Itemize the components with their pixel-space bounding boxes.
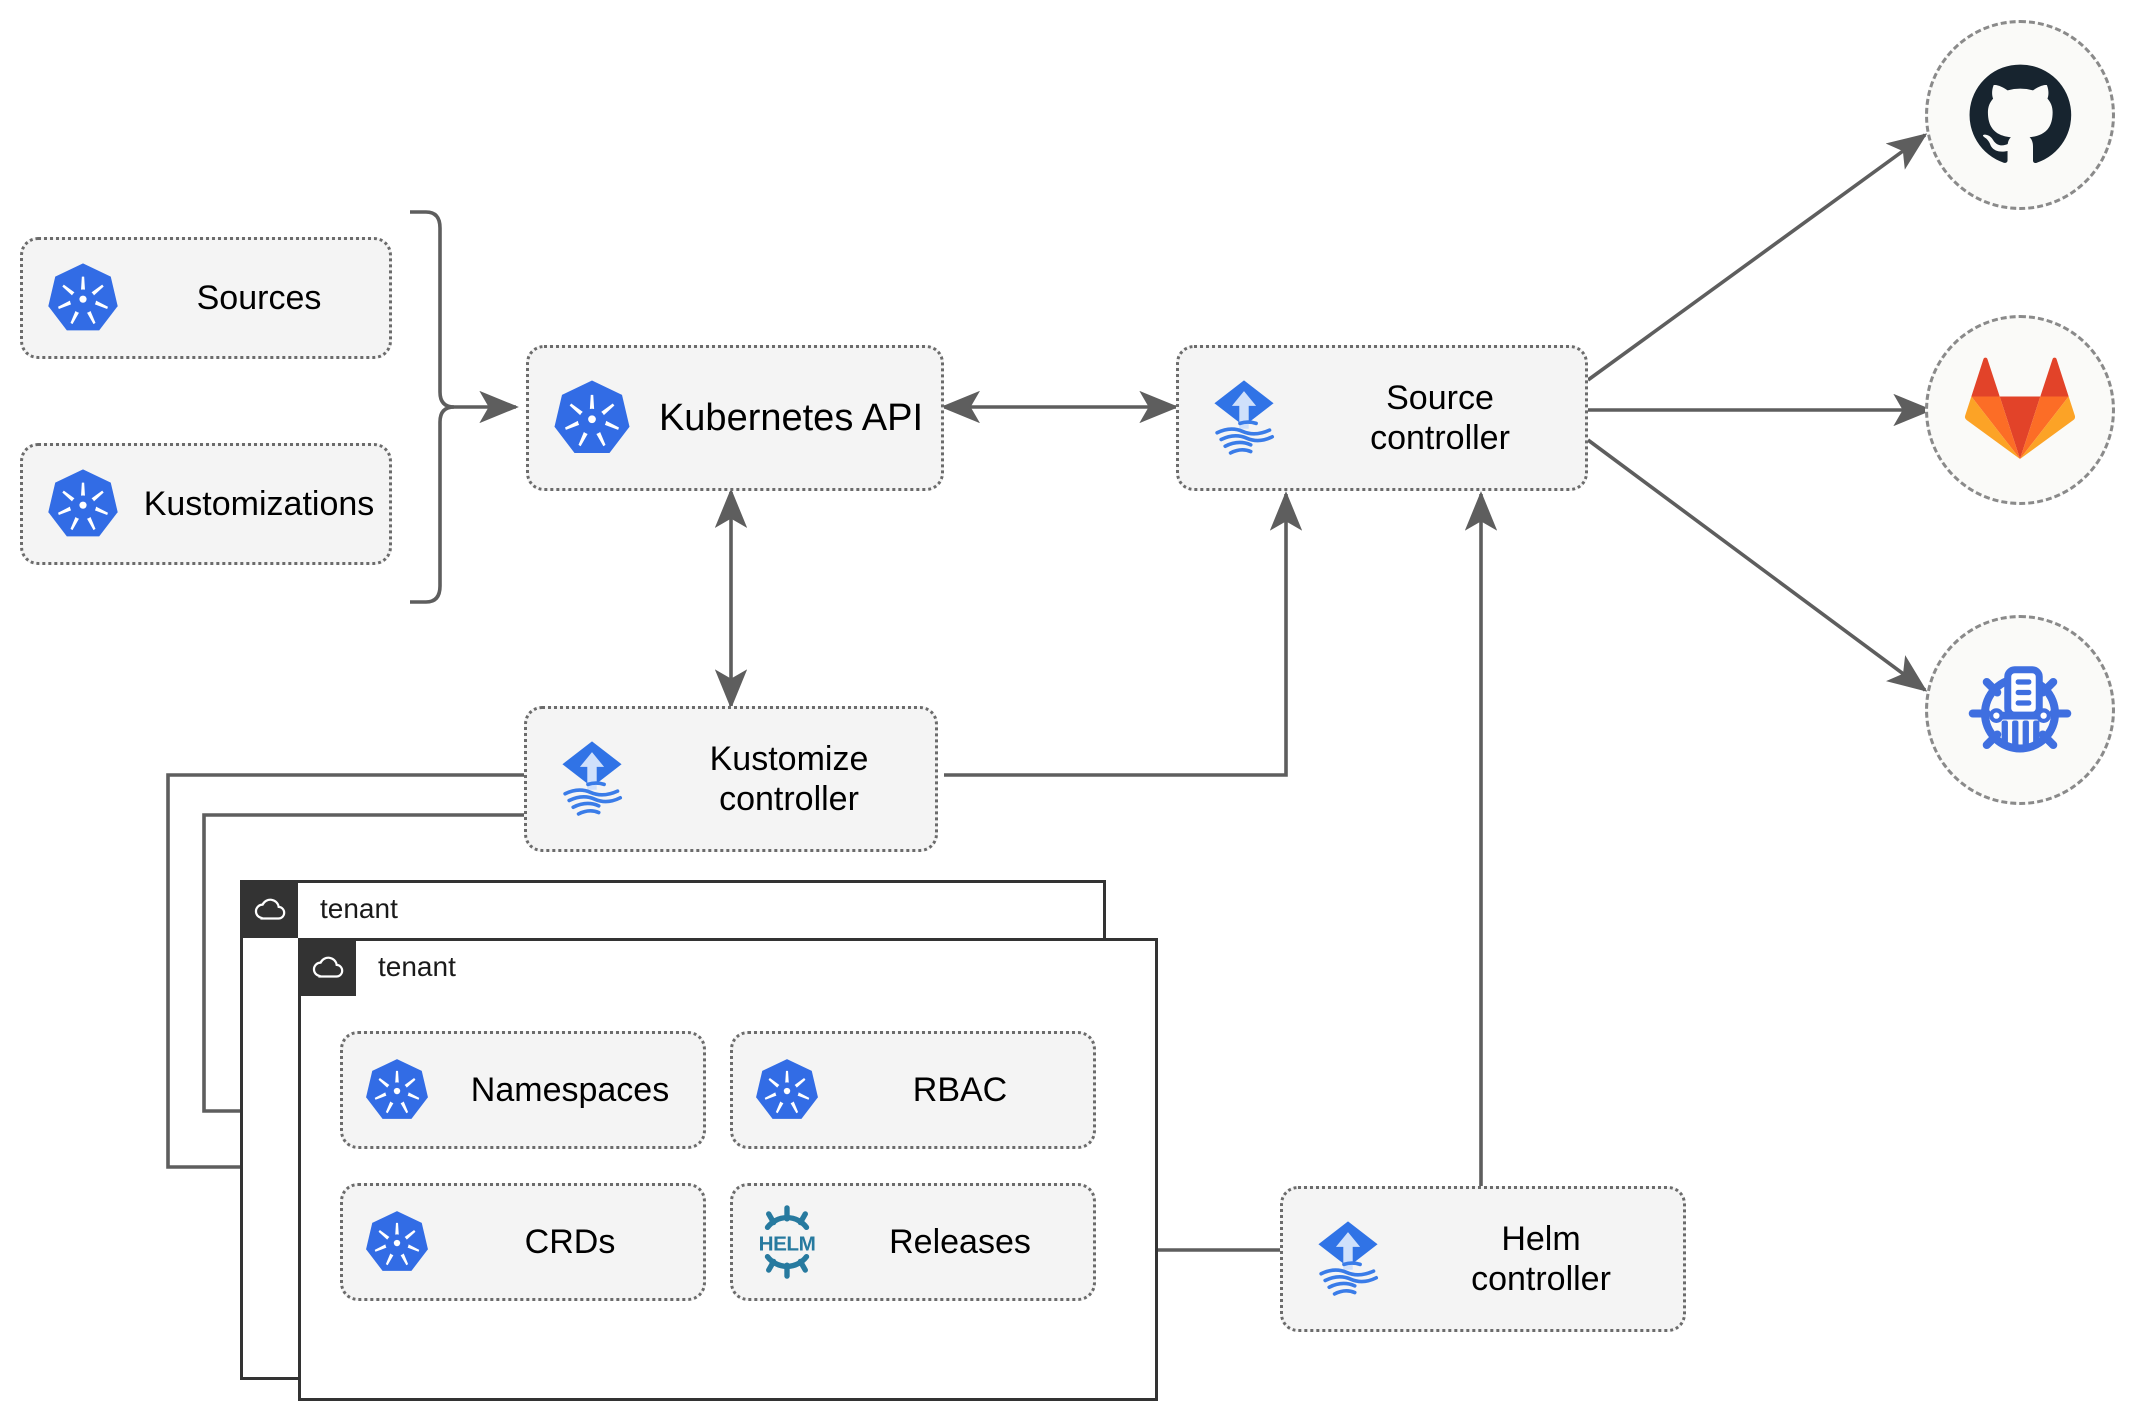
kubernetes-icon [343, 1209, 451, 1275]
cloud-icon [298, 938, 356, 996]
resource-box-kustomizations[interactable]: Kustomizations [20, 443, 392, 565]
github-icon [1969, 64, 2072, 163]
cloud-icon [240, 880, 298, 938]
tenant-resource-releases[interactable]: HELM Releases [730, 1183, 1096, 1301]
tenant-label: tenant [320, 893, 398, 924]
kubernetes-icon [23, 467, 143, 541]
endpoint-github[interactable] [1925, 20, 2115, 210]
gitlab-icon [1965, 357, 2075, 459]
node-helm-controller[interactable]: Helm controller [1280, 1186, 1686, 1332]
tenant-resource-crds[interactable]: CRDs [340, 1183, 706, 1301]
tenant-resource-label: CRDs [524, 1222, 616, 1261]
edge-source-to-github [1586, 133, 1928, 382]
node-label: Helm controller [1471, 1219, 1611, 1298]
tenant-header-inner: tenant [298, 938, 858, 996]
node-kustomize-controller[interactable]: Kustomize controller [524, 706, 938, 852]
node-kubernetes-api[interactable]: Kubernetes API [526, 345, 944, 491]
node-source-controller[interactable]: Source controller [1176, 345, 1588, 491]
kubernetes-icon [529, 378, 655, 458]
endpoint-gitlab[interactable] [1925, 315, 2115, 505]
node-label: Source controller [1370, 378, 1510, 457]
edge-kustomize-to-source [944, 491, 1303, 777]
tenant-resource-namespaces[interactable]: Namespaces [340, 1031, 706, 1149]
tenant-resource-label: Namespaces [470, 1070, 670, 1109]
kubernetes-icon [23, 261, 143, 335]
node-label: Kubernetes API [658, 396, 924, 439]
tenant-resource-label: RBAC [912, 1070, 1008, 1109]
endpoint-helm-repository[interactable] [1925, 615, 2115, 805]
resources-bracket [410, 210, 455, 604]
kubernetes-icon [343, 1057, 451, 1123]
edge-source-to-helm-repository [1586, 438, 1928, 692]
kubernetes-icon [733, 1057, 841, 1123]
flux-icon [527, 736, 657, 822]
resource-label: Kustomizations [143, 484, 375, 523]
resource-box-sources[interactable]: Sources [20, 237, 392, 359]
helm-repository-icon [1968, 666, 2072, 753]
flux-icon [1179, 375, 1309, 461]
flux-icon [1283, 1216, 1413, 1302]
tenant-resource-label: Releases [889, 1222, 1031, 1261]
resource-label: Sources [196, 278, 322, 317]
tenant-header-outer: tenant [240, 880, 800, 938]
svg-text:HELM: HELM [759, 1233, 816, 1256]
node-label: Kustomize controller [709, 739, 869, 818]
helm-icon: HELM [733, 1203, 841, 1281]
tenant-box-inner [298, 938, 1158, 1401]
tenant-label: tenant [378, 951, 456, 982]
tenant-resource-rbac[interactable]: RBAC [730, 1031, 1096, 1149]
